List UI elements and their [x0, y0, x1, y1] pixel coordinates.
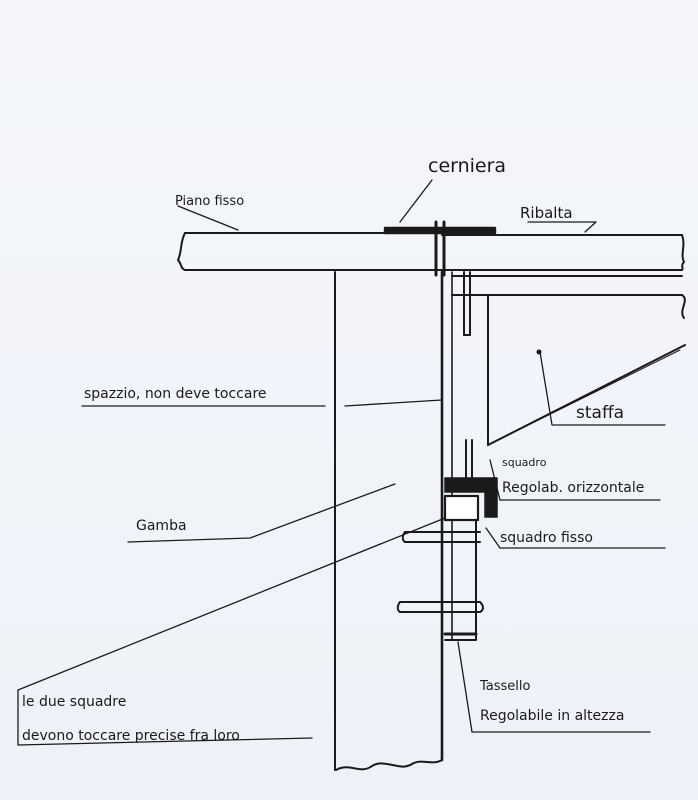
hinge	[383, 220, 497, 277]
squadro-fisso	[396, 519, 484, 641]
label-squadro-fisso: squadro fisso	[500, 530, 593, 546]
label-devono-toccare: devono toccare precise fra loro	[22, 728, 240, 744]
staffa-bracket	[487, 344, 686, 446]
label-ribalta: Ribalta	[520, 204, 573, 222]
label-squadro-top: squadro	[502, 456, 547, 469]
piano-fisso-board	[177, 232, 443, 271]
label-staffa: staffa	[576, 403, 624, 423]
hinge-pin	[463, 271, 471, 336]
squadro-regolabile	[443, 439, 498, 522]
leader-lines	[17, 179, 666, 746]
label-gamba: Gamba	[136, 518, 187, 534]
label-regol-orizzontale: Regolab. orizzontale	[502, 480, 644, 496]
label-le-due-squadre: le due squadre	[22, 694, 126, 710]
label-piano-fisso: Piano fisso	[175, 194, 244, 209]
ribalta-board	[441, 234, 685, 271]
label-tassello: Tassello	[479, 679, 531, 694]
label-cerniera: cerniera	[428, 155, 506, 177]
ribalta-rail	[451, 275, 686, 446]
label-spazzio: spazzio, non deve toccare	[84, 386, 267, 402]
label-regolabile-altezza: Regolabile in altezza	[480, 708, 624, 724]
gamba-leg	[334, 270, 453, 771]
